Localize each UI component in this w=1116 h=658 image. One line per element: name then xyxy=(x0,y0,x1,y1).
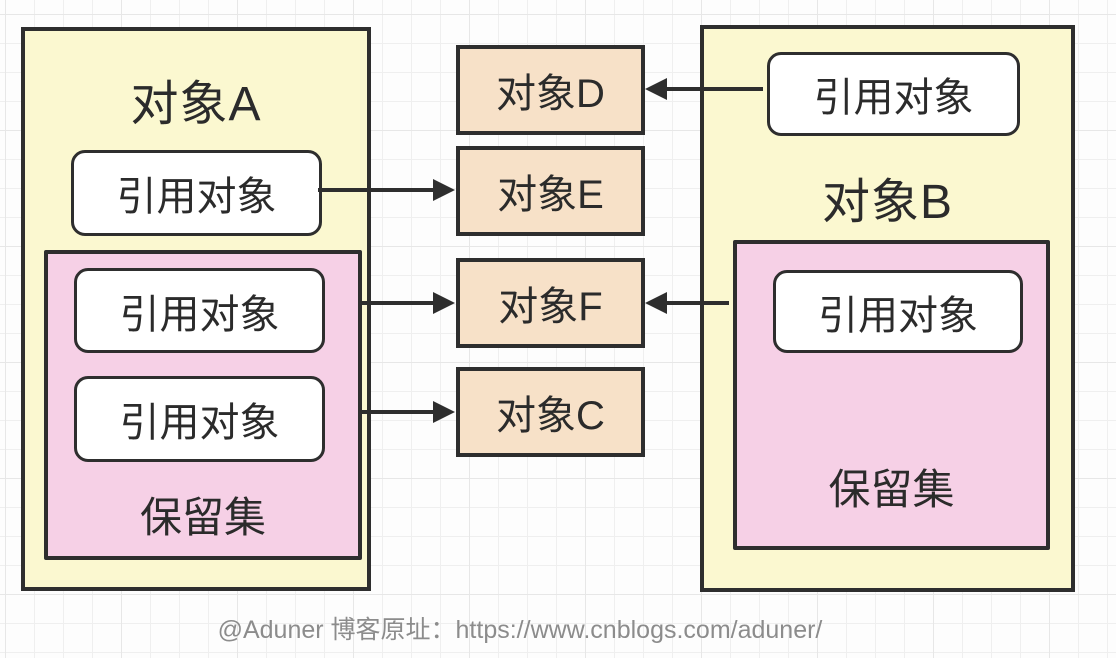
object-b-retained-ref: 引用对象 xyxy=(773,270,1023,353)
target-d-label: 对象D xyxy=(496,72,605,116)
target-box-c: 对象C xyxy=(456,367,645,457)
object-a-retained-ref-2: 引用对象 xyxy=(74,376,325,462)
arrow-b-retained-to-f-line xyxy=(665,301,729,305)
object-b-box: 引用对象 对象B 引用对象 保留集 xyxy=(700,25,1075,592)
object-b-retained-set: 引用对象 保留集 xyxy=(733,240,1050,550)
arrow-b-ref-to-d-head-icon xyxy=(645,78,667,100)
target-f-label: 对象F xyxy=(498,285,603,329)
object-b-title: 对象B xyxy=(821,176,954,229)
target-e-label: 对象E xyxy=(497,173,604,217)
arrow-a-retained2-to-c-line xyxy=(358,410,441,414)
arrow-a-retained1-to-f-line xyxy=(358,301,441,305)
object-a-retained-set: 引用对象 引用对象 保留集 xyxy=(44,250,362,560)
target-box-e: 对象E xyxy=(456,146,645,236)
object-a-retained-ref-2-label: 引用对象 xyxy=(119,401,280,445)
arrow-a-ref-to-e-line xyxy=(318,188,441,192)
arrow-a-retained1-to-f-head-icon xyxy=(433,292,455,314)
caption-text: @Aduner 博客原址：https://www.cnblogs.com/adu… xyxy=(217,616,823,644)
object-a-box: 对象A 引用对象 引用对象 引用对象 保留集 xyxy=(21,27,371,591)
arrow-a-retained2-to-c-head-icon xyxy=(433,401,455,423)
object-a-ref-label: 引用对象 xyxy=(116,175,277,219)
object-b-retained-set-label: 保留集 xyxy=(828,466,955,513)
object-a-retained-ref-1-label: 引用对象 xyxy=(119,292,280,337)
arrow-b-retained-to-f-head-icon xyxy=(645,292,667,314)
object-a-retained-ref-1: 引用对象 xyxy=(74,268,325,353)
target-c-label: 对象C xyxy=(496,394,605,438)
object-a-title: 对象A xyxy=(130,78,262,131)
object-a-retained-set-label: 保留集 xyxy=(139,494,266,541)
arrow-a-ref-to-e-head-icon xyxy=(433,179,455,201)
arrow-b-ref-to-d-line xyxy=(665,87,763,91)
object-b-ref-label: 引用对象 xyxy=(813,76,974,120)
target-box-f: 对象F xyxy=(456,258,645,348)
object-a-ref-box: 引用对象 xyxy=(71,150,322,236)
target-box-d: 对象D xyxy=(456,45,645,135)
object-b-ref-box: 引用对象 xyxy=(767,52,1020,136)
object-b-retained-ref-label: 引用对象 xyxy=(818,293,978,338)
